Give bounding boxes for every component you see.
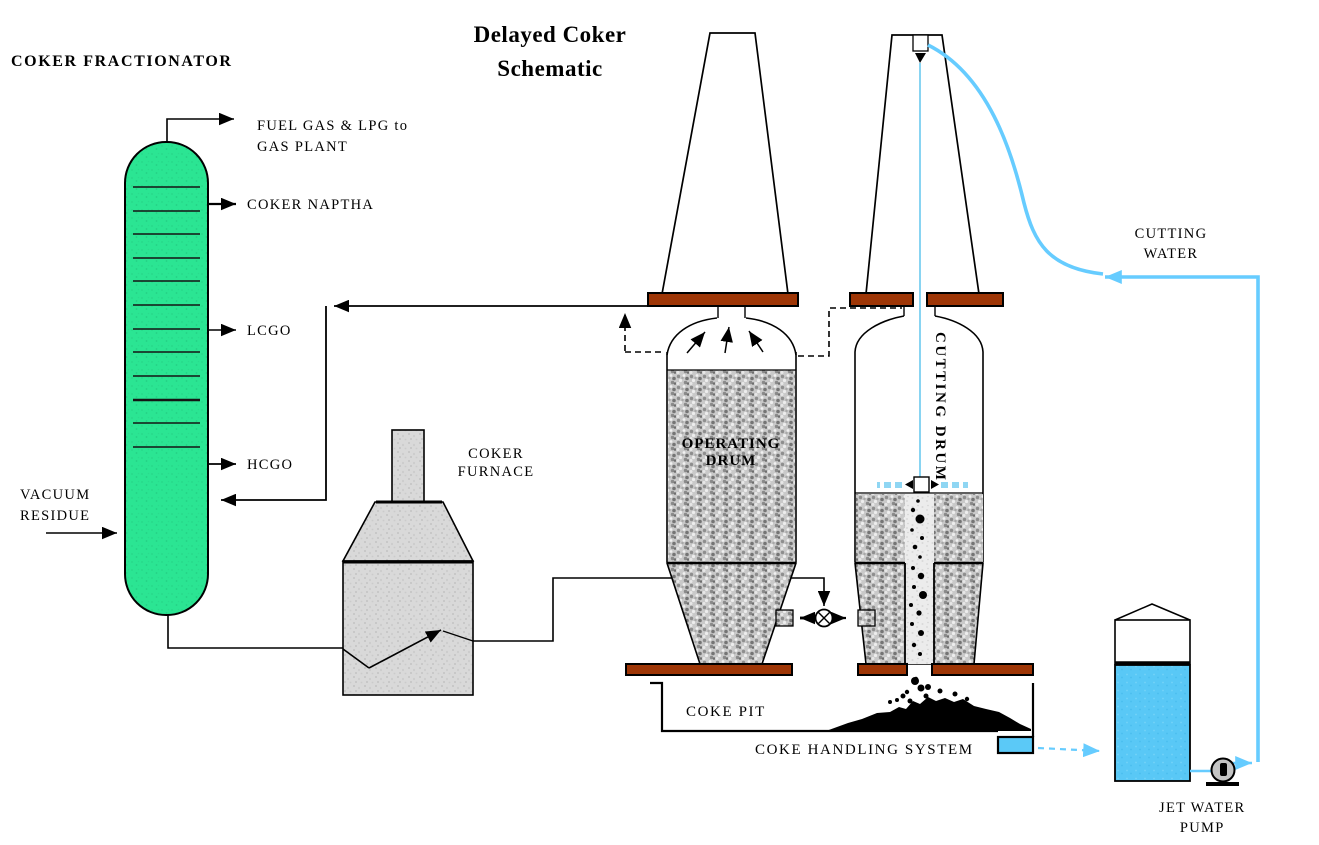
label-cutting-water: CUTTING WATER [1134,226,1208,262]
label-fuel-gas: FUEL GAS & LPG to GAS PLANT [257,118,409,155]
label-hcgo: HCGO [247,457,294,473]
cutting-tool [877,476,968,493]
title-line2: Schematic [497,56,603,81]
drill-hoist [912,34,929,52]
label-jet-water-pump: JET WATER PUMP [1159,800,1246,836]
column-bottoms-line [167,615,343,649]
drill-bit-icon [915,53,926,63]
jet-water-pump-icon [1206,757,1239,786]
vapor-flow-arrows [686,326,764,354]
coke-pile-chunks [888,677,970,704]
label-coke-pit: COKE PIT [686,704,766,720]
cutting-drum [849,34,1034,704]
feed-switch-valve [775,608,876,628]
top-flange-right [926,292,1004,307]
water-sump [996,735,1035,755]
cutting-water-line [1105,270,1260,762]
fractionator-trays [133,186,200,448]
operating-drum-inlet-stub [775,609,794,627]
title-line1: Delayed Coker [473,22,627,47]
fractionator-column [46,112,650,649]
label-cutting-drum: CUTTING DRUM [932,332,948,483]
label-lcgo: LCGO [247,323,292,339]
jet-water-system [927,43,1260,786]
operating-drum [618,32,902,676]
sump-to-tank-line [1037,743,1101,758]
label-coker-naphtha: COKER NAPTHA [247,197,375,213]
bottom-flange [625,663,793,676]
label-operating-drum: OPERATING DRUM [681,436,781,469]
furnace-coil [342,629,474,669]
label-vacuum-residue: VACUUM RESIDUE [20,487,91,524]
cutting-water-curve [927,43,1104,276]
drum-vapor-return-line [221,306,327,507]
derrick [661,32,789,295]
jet-water-tank [1114,603,1191,782]
vapor-dashed-lines [618,307,902,357]
coker-furnace [341,429,475,696]
falling-coke-chunks [895,499,929,704]
cutting-drum-inlet-stub [857,609,876,627]
diagram-title: Delayed Coker Schematic [400,18,700,86]
label-coker-fractionator: COKER FRACTIONATOR [11,53,233,70]
bottom-flange-left [857,663,908,676]
coke-pit [650,677,1035,755]
coke-pile [826,697,1031,731]
fuel-gas-line [166,112,234,142]
furnace-to-drum-feed-line [473,577,831,642]
label-coke-handling-system: COKE HANDLING SYSTEM [755,742,974,758]
label-coker-furnace: COKER FURNACE [457,446,535,480]
derrick [865,34,980,295]
top-flange [647,292,799,307]
top-flange-left [849,292,914,307]
bottom-flange-right [931,663,1034,676]
